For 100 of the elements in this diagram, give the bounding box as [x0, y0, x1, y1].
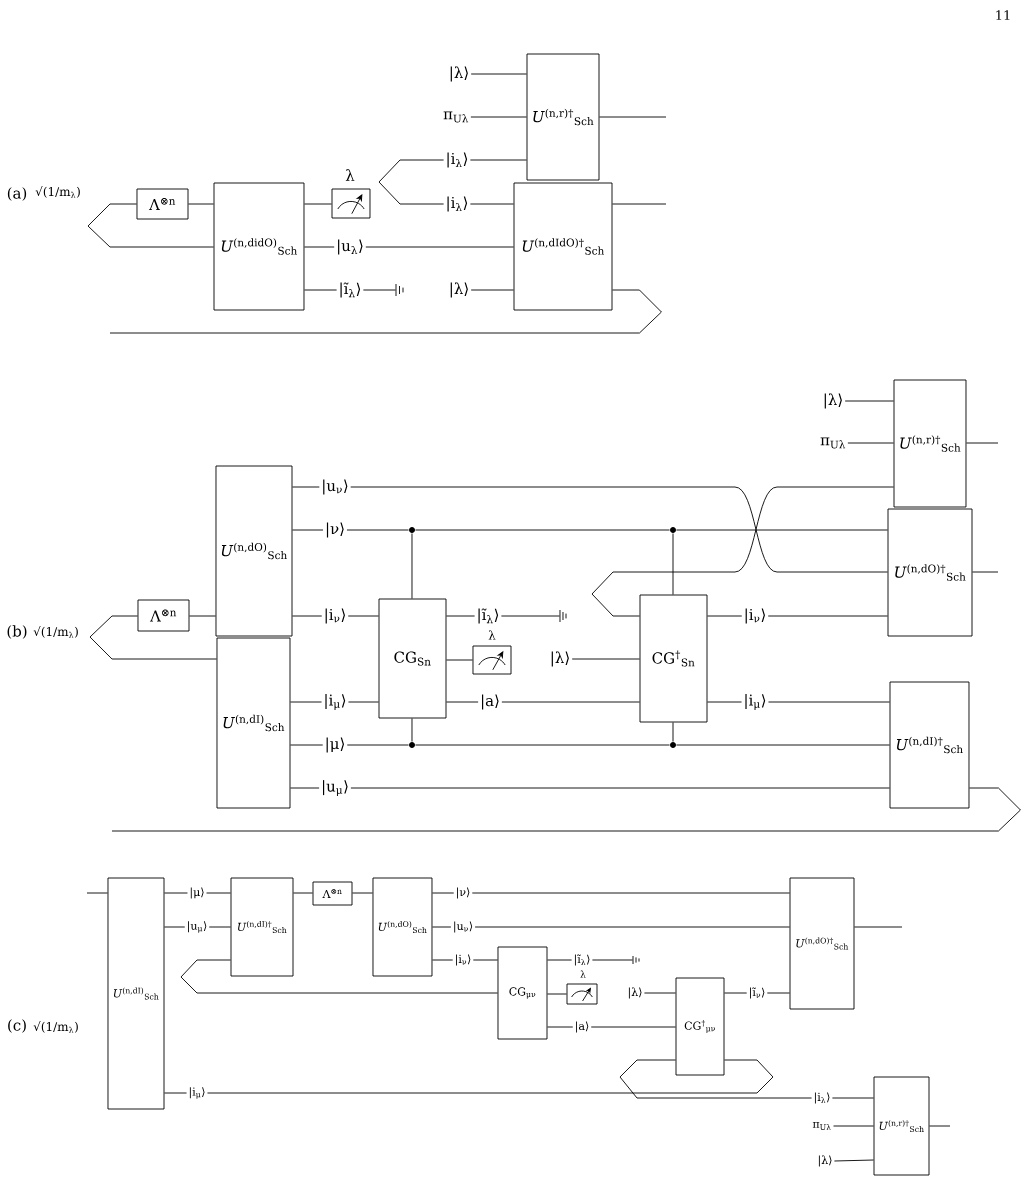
- control-line: [672, 722, 674, 742]
- wire: [470, 289, 514, 291]
- wire: [474, 926, 790, 928]
- gate-box: U$^{(n,dI)}$Sch: [216, 637, 291, 809]
- gate-box: Λ$^{⊗n}$: [136, 188, 189, 220]
- wire: [643, 992, 676, 994]
- wire: [432, 926, 452, 928]
- wire: [612, 203, 667, 205]
- wire: [619, 1059, 813, 1099]
- wire: [290, 744, 324, 746]
- state-label: |i$_{μ}$⟩: [189, 1087, 205, 1099]
- wire: [500, 615, 560, 617]
- wire: [206, 892, 231, 894]
- state-label: π$_{Uλ}$: [443, 111, 469, 123]
- wire: [164, 926, 186, 928]
- wire: [180, 959, 498, 994]
- state-label: |ĩ$_{λ}$⟩: [340, 282, 361, 298]
- wire: [547, 993, 567, 995]
- state-label: |λ⟩: [818, 1155, 832, 1167]
- state-label: |ν⟩: [326, 522, 344, 538]
- wire: [89, 615, 217, 660]
- wire: [346, 529, 409, 531]
- state-label: |i$_{ν}$⟩: [745, 608, 765, 624]
- wire: [831, 1097, 874, 1099]
- state-label: |ν⟩: [457, 887, 470, 899]
- wire: [766, 992, 790, 994]
- control-line: [411, 533, 413, 599]
- wire: [304, 203, 332, 205]
- wire: [365, 246, 514, 248]
- state-label: |i$_{μ}$⟩: [745, 694, 766, 710]
- ground-symbol: [632, 955, 640, 965]
- wire: [446, 701, 479, 703]
- panel-label: (c): [8, 1019, 26, 1033]
- meter-symbol: [566, 983, 598, 1005]
- wire: [469, 159, 527, 161]
- wire: [350, 787, 890, 789]
- wire: [348, 701, 379, 703]
- wire: [929, 1125, 951, 1127]
- wire: [432, 959, 454, 961]
- state-label: |i$_{μ}$⟩: [325, 694, 346, 710]
- meter-label: λ: [345, 169, 355, 181]
- state-label: |ĩ$_{λ}$⟩: [478, 608, 499, 624]
- gate-box: CG$_{μν}$: [497, 946, 548, 1040]
- wire: [724, 992, 748, 994]
- wire: [676, 744, 890, 746]
- state-label: |ĩ$_{ν}$⟩: [750, 987, 765, 999]
- wire: [470, 73, 527, 75]
- gate-box: U$^{(n,r)†}$Sch: [526, 53, 600, 181]
- wire: [292, 529, 324, 531]
- wire: [446, 615, 476, 617]
- control-line: [411, 718, 413, 742]
- meter-label: λ: [580, 970, 586, 978]
- wire: [471, 892, 790, 894]
- wire: [707, 615, 743, 617]
- wire: [304, 246, 335, 248]
- wire: [854, 926, 903, 928]
- wire: [189, 615, 216, 617]
- wire: [346, 744, 409, 746]
- wire: [293, 892, 313, 894]
- panel-label: (a): [7, 187, 27, 201]
- gate-box: CG$_{Sn}$: [378, 598, 447, 719]
- state-label: |λ⟩: [824, 393, 842, 409]
- wire: [847, 442, 894, 444]
- wire: [87, 203, 214, 248]
- wire: [304, 289, 338, 291]
- wire: [109, 289, 662, 334]
- wire: [290, 701, 322, 703]
- wire: [571, 658, 640, 660]
- meter-symbol: [472, 645, 512, 675]
- wire: [966, 442, 999, 444]
- wire: [432, 892, 455, 894]
- ground-symbol: [559, 609, 567, 623]
- wire: [972, 571, 999, 573]
- normalization-factor: √(1/m$_{λ}$): [35, 186, 80, 198]
- wire: [347, 615, 379, 617]
- meter-symbol: [331, 188, 371, 219]
- state-label: |i$_{λ}$⟩: [814, 1092, 830, 1104]
- wire: [350, 486, 888, 573]
- state-label: π$_{Uλ}$: [812, 1122, 831, 1130]
- wire: [415, 744, 670, 746]
- wire: [472, 959, 498, 961]
- state-label: |u$_{ν}$⟩: [323, 479, 348, 495]
- wire: [676, 529, 888, 531]
- state-label: |λ⟩: [628, 987, 642, 999]
- gate-box: Λ$^{⊗n}$: [312, 881, 353, 906]
- wire: [469, 203, 514, 205]
- wire: [547, 959, 573, 961]
- normalization-factor: √(1/m$_{λ}$): [33, 626, 78, 638]
- wire: [470, 116, 527, 118]
- wire: [208, 926, 231, 928]
- state-label: |u$_{ν}$⟩: [454, 921, 473, 933]
- wire: [591, 959, 633, 961]
- state-label: |u$_{μ}$⟩: [323, 780, 348, 796]
- gate-box: U$^{(n,dO)}$Sch: [215, 465, 293, 637]
- wire: [292, 615, 323, 617]
- wire: [292, 486, 320, 488]
- gate-box: CG$^{†}$Sn: [639, 594, 708, 723]
- page-number: 11: [996, 10, 1010, 20]
- wire: [378, 159, 445, 205]
- wire: [352, 892, 373, 894]
